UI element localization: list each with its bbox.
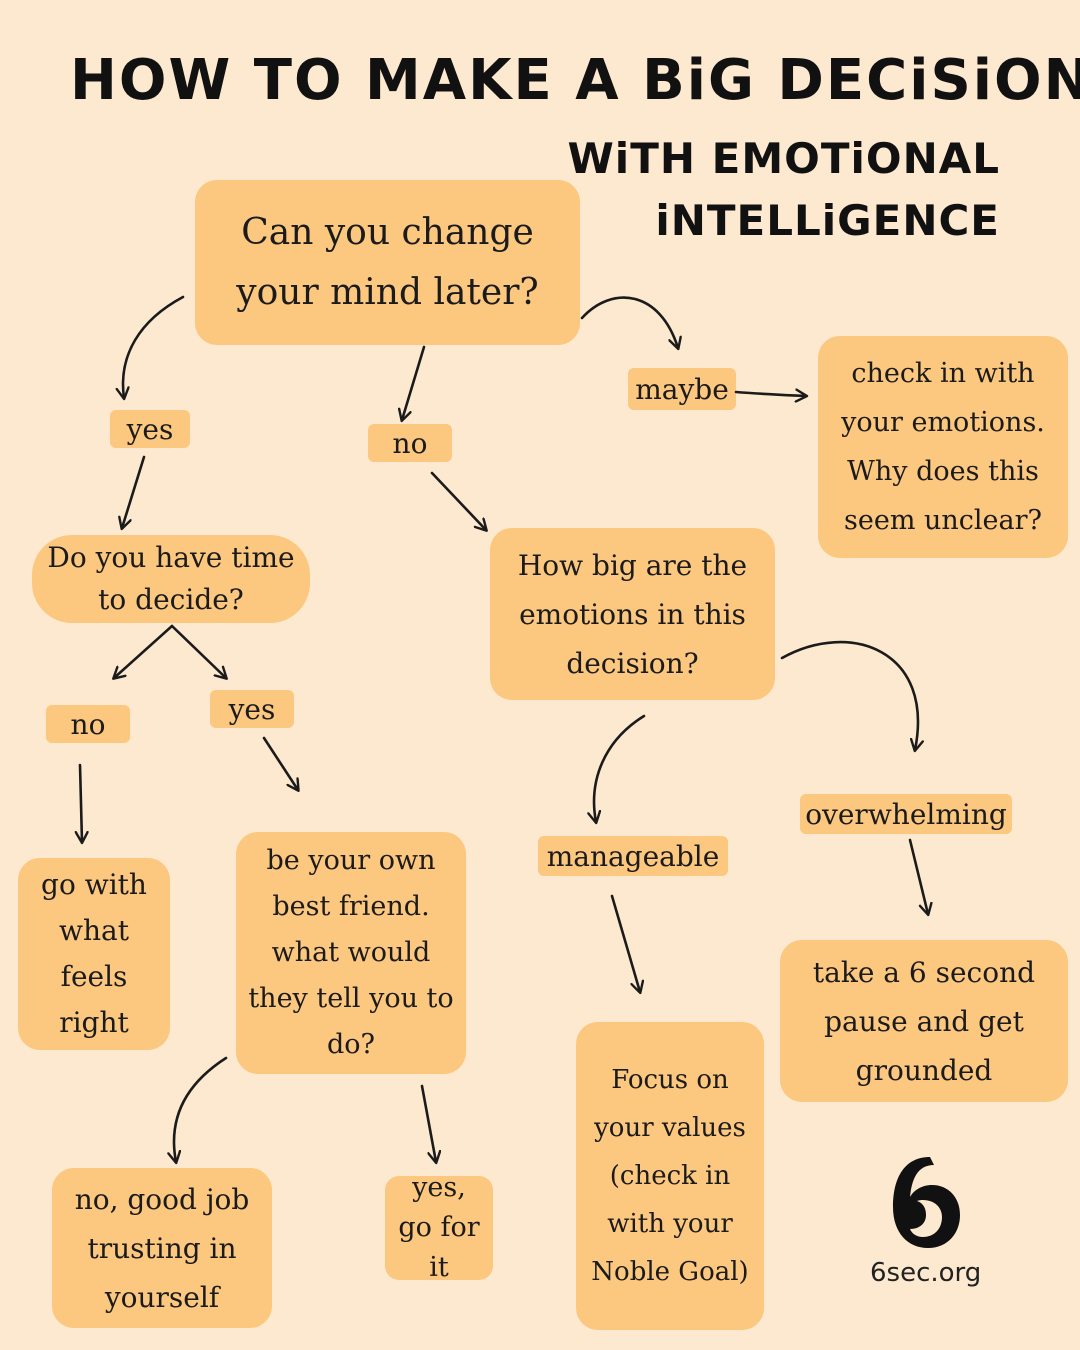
node-check-emotions: check in with your emotions. Why does th… [818,336,1068,558]
label-no-change: no [368,424,452,462]
node-how-big-text: How big are the emotions in this decisio… [517,548,748,680]
label-yes-change: yes [110,410,190,448]
node-best-friend-text: be your own best friend. what would they… [248,845,454,1060]
arrow-howbig-to-manageable [594,714,646,822]
arrow-manageable-to-focus [610,894,640,992]
node-have-time: Do you have time to decide? [32,535,310,623]
node-take-pause-text: take a 6 second pause and get grounded [812,955,1036,1087]
arrow-change-to-yes [123,295,185,398]
node-take-pause: take a 6 second pause and get grounded [780,940,1068,1102]
arrow-howbig-to-overwhelming [780,640,918,750]
node-check-emotions-text: check in with your emotions. Why does th… [841,358,1045,536]
node-how-big: How big are the emotions in this decisio… [490,528,775,700]
node-go-with: go with what feels right [18,858,170,1050]
label-no-time: no [46,705,130,743]
arrow-yes-to-bestfriend [262,736,298,790]
node-go-with-text: go with what feels right [41,868,147,1039]
arrow-yes-to-time [122,455,146,528]
arrow-no-to-howbig [430,471,486,530]
node-best-friend: be your own best friend. what would they… [236,832,466,1074]
arrow-time-to-yes [170,624,226,678]
node-go-for-it: yes, go for it [385,1172,493,1283]
node-have-time-text: Do you have time to decide? [47,541,295,616]
arrow-maybe-to-check [734,392,806,396]
page-title: HOW TO MAKE A BiG DECiSiON [70,48,1080,113]
node-change-mind: Can you change your mind later? [195,180,580,345]
arrow-bestfriend-to-goodjob [174,1056,228,1162]
label-manageable: manageable [538,836,728,876]
6-logo-icon [893,1157,960,1248]
arrow-change-to-maybe [580,296,678,348]
arrow-overwhelming-to-pause [908,838,928,914]
arrow-bestfriend-to-goforit [420,1084,436,1162]
node-focus-values-text: Focus on your values (check in with your… [591,1065,749,1287]
logo-text: 6sec.org [870,1258,982,1288]
arrow-time-to-no [114,624,174,678]
node-good-job-text: no, good job trusting in yourself [74,1182,250,1314]
arrow-no-to-gowith [80,763,82,842]
label-yes-time: yes [210,690,294,728]
arrow-change-to-no [402,345,426,420]
label-maybe: maybe [628,368,736,410]
node-go-for-it-text: yes, go for it [398,1172,480,1283]
label-overwhelming: overwhelming [800,794,1012,834]
node-focus-values: Focus on your values (check in with your… [576,1022,764,1330]
page-subtitle: WiTH EMOTiONAL iNTELLiGENCE [567,134,1000,245]
node-change-mind-text: Can you change your mind later? [236,211,539,313]
node-good-job: no, good job trusting in yourself [52,1168,272,1328]
